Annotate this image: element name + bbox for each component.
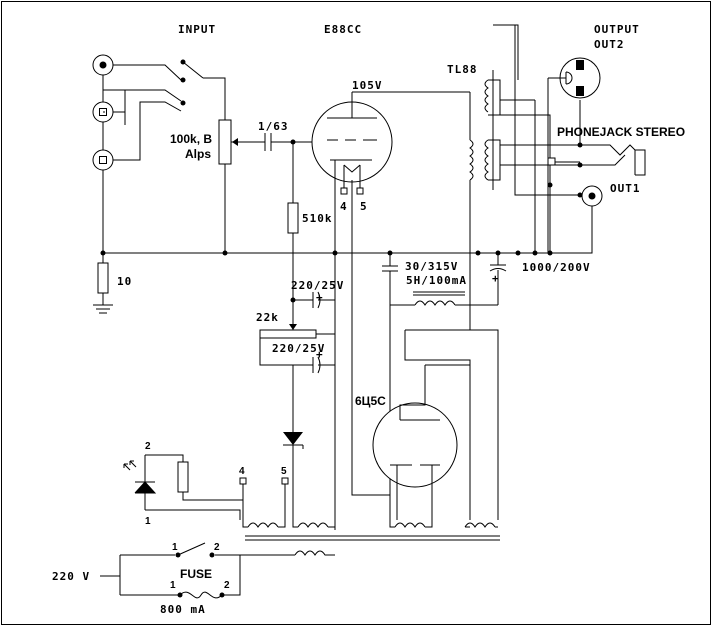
cap-220-b-label: 220/25V — [272, 342, 325, 355]
input-jack-1 — [92, 54, 114, 76]
r510k-label: 510k — [302, 212, 333, 225]
phonejack-stereo — [547, 142, 646, 176]
voltage-105-label: 105V — [352, 79, 383, 92]
tube1-pin5-label: 5 — [360, 200, 368, 213]
r22k-label: 22k — [256, 311, 279, 324]
tube2-label: 6Ц5C — [355, 394, 386, 408]
output-transformer: TL88 — [447, 24, 600, 330]
out2-label: OUT2 — [594, 38, 625, 51]
phonejack-label: PHONEJACK STEREO — [557, 125, 685, 139]
fuse-label: FUSE — [180, 567, 212, 581]
output-title-label: OUTPUT — [594, 23, 640, 36]
pot-label: 100k, B — [170, 132, 212, 146]
mains-label: 220 V — [52, 570, 90, 583]
choke-5h: 5H/100mA — [390, 274, 498, 306]
pot-brand-label: Alps — [185, 147, 211, 161]
switch-pin1-label: 1 — [172, 542, 178, 553]
cap-1000-label: 1000/200V — [522, 261, 591, 274]
input-jack-3 — [92, 149, 114, 171]
transformer-label: TL88 — [447, 63, 478, 76]
heater-pin5-label: 5 — [281, 466, 287, 477]
mains-input: 220 V 1 2 FUSE 1 2 800 mA — [52, 542, 335, 616]
input-section: INPUT 100k, B Alps — [92, 23, 260, 253]
capacitor-220-25-lower: 220/25V + — [272, 342, 335, 432]
input-label: INPUT — [178, 23, 216, 36]
ground-bus — [100, 250, 553, 256]
fuse-rating-label: 800 mA — [160, 603, 206, 616]
r10-label: 10 — [117, 275, 132, 288]
led-pin2-label: 2 — [145, 441, 151, 452]
led-pin1-label: 1 — [145, 516, 151, 527]
capacitor-1000-200: + 1000/200V — [489, 253, 591, 305]
cap-220-b-plus: + — [316, 348, 324, 361]
coupling-cap-label: 1/63 — [258, 120, 289, 133]
heater-pin4-label: 4 — [239, 466, 245, 477]
resistor-510k: 510k — [287, 142, 333, 330]
fuse-pin2-label: 2 — [224, 580, 230, 591]
zener-diode — [283, 432, 304, 520]
coupling-capacitor: 1/63 — [258, 120, 330, 151]
switch-pin2-label: 2 — [214, 542, 220, 553]
cap-220-a-label: 220/25V — [291, 279, 344, 292]
tube-6c5s: 6Ц5C — [351, 180, 499, 520]
power-transformer-secondaries — [242, 520, 500, 541]
resistor-10: 10 — [93, 253, 132, 314]
fuse-pin1-label: 1 — [170, 580, 176, 591]
out1-label: OUT1 — [610, 182, 641, 195]
cap-220-a-plus: + — [316, 291, 324, 304]
tube-e88cc: 105V E88CC 4 5 — [311, 23, 470, 530]
tube1-pin4-label: 4 — [340, 200, 348, 213]
volume-potentiometer — [218, 119, 232, 165]
capacitor-220-25-upper: 220/25V + — [290, 279, 344, 309]
cap-1000-plus: + — [492, 272, 500, 285]
indicator-led: 2 1 4 5 — [123, 441, 289, 527]
capacitor-30-315: 30/315V — [382, 253, 458, 520]
tube1-label: E88CC — [324, 23, 362, 36]
choke-label: 5H/100mA — [406, 274, 467, 287]
output-section: OUTPUT OUT2 PHONEJACK STEREO OUT1 — [103, 23, 685, 254]
cap-30-315-label: 30/315V — [405, 260, 458, 273]
resistor-22k: 22k — [256, 311, 335, 366]
